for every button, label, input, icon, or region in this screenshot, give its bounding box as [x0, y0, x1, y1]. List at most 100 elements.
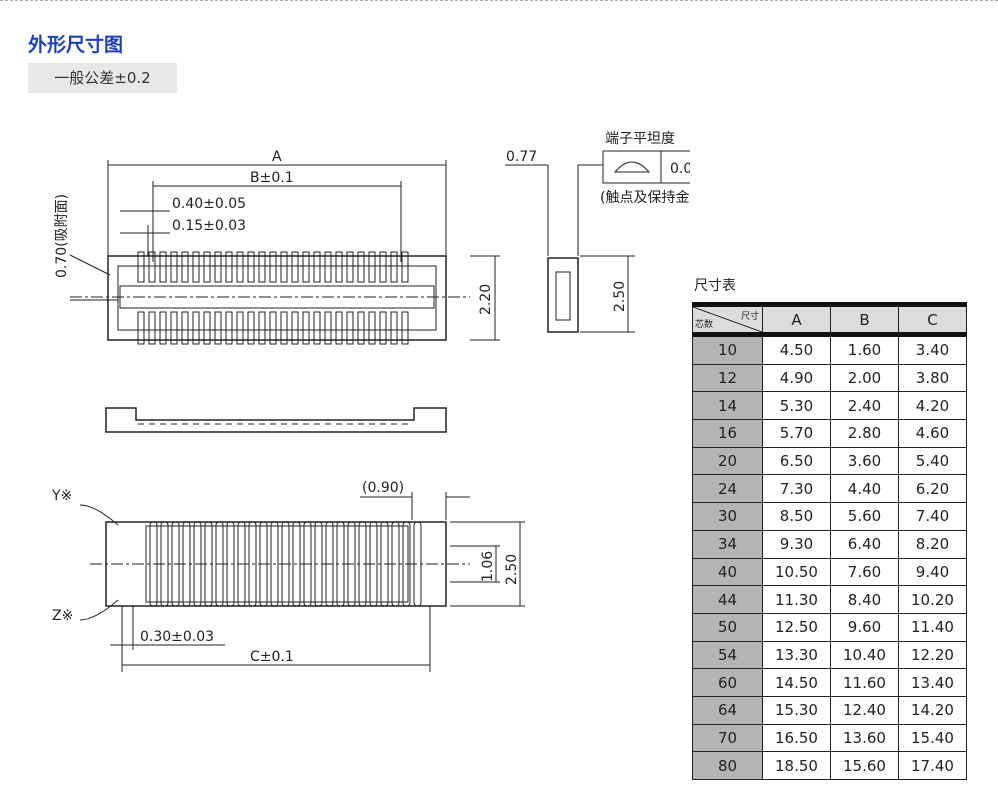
- dimension-cell: 11.30: [762, 585, 831, 614]
- side-dim-250-label: 2.50: [612, 281, 628, 312]
- table-corner-header: 尺寸 芯数: [692, 304, 763, 337]
- dimension-cell: 4.40: [830, 474, 899, 504]
- contact-terminal: [347, 521, 356, 607]
- contact-terminal: [204, 521, 213, 607]
- contact-terminal: [379, 311, 387, 345]
- dimension-cell: 15.30: [762, 695, 831, 725]
- dimension-cell: 7.40: [898, 502, 967, 531]
- front-view: [105, 407, 447, 433]
- contact-terminal: [313, 311, 321, 345]
- pin-count-cell: 20: [692, 446, 763, 476]
- corner-top-label: 尺寸: [740, 312, 759, 322]
- dimension-cell: 4.60: [898, 419, 967, 448]
- dimension-cell: 18.50: [762, 751, 831, 780]
- dimension-cell: 3.60: [830, 446, 899, 476]
- contact-terminal: [248, 521, 257, 607]
- contact-terminal: [171, 521, 180, 607]
- contact-terminal: [368, 311, 376, 345]
- outline-drawing: A B±0.1 0.40±0.05 0.15±0.03 0.70(吸附面) 2.…: [51, 131, 690, 672]
- contact-terminal: [324, 251, 332, 283]
- pin-count-cell: 50: [692, 612, 763, 642]
- contact-terminal: [214, 311, 222, 345]
- contact-terminal: [149, 521, 158, 607]
- dimension-cell: 1.60: [830, 334, 899, 365]
- dimension-cell: 5.70: [762, 419, 831, 448]
- flatness-value: 0.08: [670, 161, 690, 177]
- dimension-cell: 4.90: [762, 363, 831, 393]
- contact-terminal: [247, 311, 255, 345]
- pin-count-cell: 54: [692, 640, 763, 670]
- contact-terminal: [390, 311, 398, 345]
- contact-terminal: [159, 251, 167, 283]
- pin-count-cell: 60: [692, 668, 763, 697]
- dimension-cell: 8.50: [762, 502, 831, 531]
- contact-terminal: [413, 521, 422, 607]
- contact-terminal: [280, 251, 288, 283]
- contact-terminal: [160, 521, 169, 607]
- dimension-cell: 5.30: [762, 391, 831, 421]
- contact-terminal: [258, 311, 266, 345]
- dimension-cell: 8.20: [898, 529, 967, 559]
- contact-terminal: [192, 311, 200, 345]
- contact-terminal: [225, 251, 233, 283]
- suction-label: 0.70(吸附面): [54, 194, 70, 278]
- dimension-cell: 11.40: [898, 612, 967, 642]
- top-dimensions: [69, 160, 500, 341]
- dimension-cell: 7.30: [762, 474, 831, 504]
- dimension-cell: 11.60: [830, 668, 899, 697]
- dim-a-label: A: [272, 149, 282, 165]
- contact-terminal: [292, 521, 301, 607]
- contact-terminal: [225, 311, 233, 345]
- contact-terminal: [314, 521, 323, 607]
- pin-count-cell: 30: [692, 502, 763, 531]
- contact-terminal: [336, 521, 345, 607]
- pin-count-cell: 64: [692, 695, 763, 725]
- contact-terminal: [236, 311, 244, 345]
- dimension-cell: 16.50: [762, 723, 831, 753]
- dim-220-label: 2.20: [478, 284, 494, 315]
- y-mark-label: Y※: [51, 488, 72, 504]
- dimension-cell: 17.40: [898, 751, 967, 780]
- contact-terminal: [324, 311, 332, 345]
- contact-terminal: [358, 521, 367, 607]
- pin-count-cell: 10: [692, 334, 763, 365]
- column-header-c: C: [898, 304, 967, 337]
- contact-terminal: [193, 521, 202, 607]
- contact-terminal: [346, 311, 354, 345]
- contact-terminal: [170, 311, 178, 345]
- contact-terminal: [302, 251, 310, 283]
- dimension-cell: 15.40: [898, 723, 967, 753]
- pin-count-cell: 24: [692, 474, 763, 504]
- contact-terminal: [236, 251, 244, 283]
- dimension-cell: 15.60: [830, 751, 899, 780]
- column-header-b: B: [830, 304, 899, 337]
- dimension-cell: 9.30: [762, 529, 831, 559]
- dim-030-label: 0.30±0.03: [140, 629, 214, 645]
- pitch-label: 0.40±0.05: [172, 196, 246, 212]
- contact-terminal: [226, 521, 235, 607]
- contact-terminal: [280, 311, 288, 345]
- dimension-table-title: 尺寸表: [694, 278, 736, 294]
- contact-terminal: [281, 521, 290, 607]
- contact-terminal: [170, 251, 178, 283]
- contact-terminal: [380, 521, 389, 607]
- contact-terminal: [192, 251, 200, 283]
- flatness-title: 端子平坦度: [605, 131, 675, 147]
- dimension-cell: 13.40: [898, 668, 967, 697]
- pin-count-cell: 16: [692, 419, 763, 448]
- dimension-cell: 13.60: [830, 723, 899, 753]
- dimension-cell: 10.50: [762, 557, 831, 587]
- dim-106-label: 1.06: [480, 551, 496, 582]
- dimension-cell: 10.20: [898, 585, 967, 614]
- top-divider: [0, 0, 998, 1]
